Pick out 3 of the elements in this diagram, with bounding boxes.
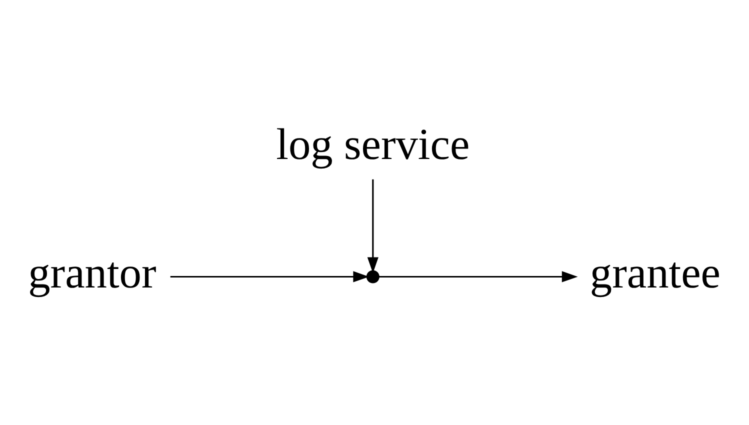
- node-text: grantee: [590, 248, 721, 298]
- node-text: grantor: [28, 248, 156, 298]
- node-text: log service: [276, 119, 470, 170]
